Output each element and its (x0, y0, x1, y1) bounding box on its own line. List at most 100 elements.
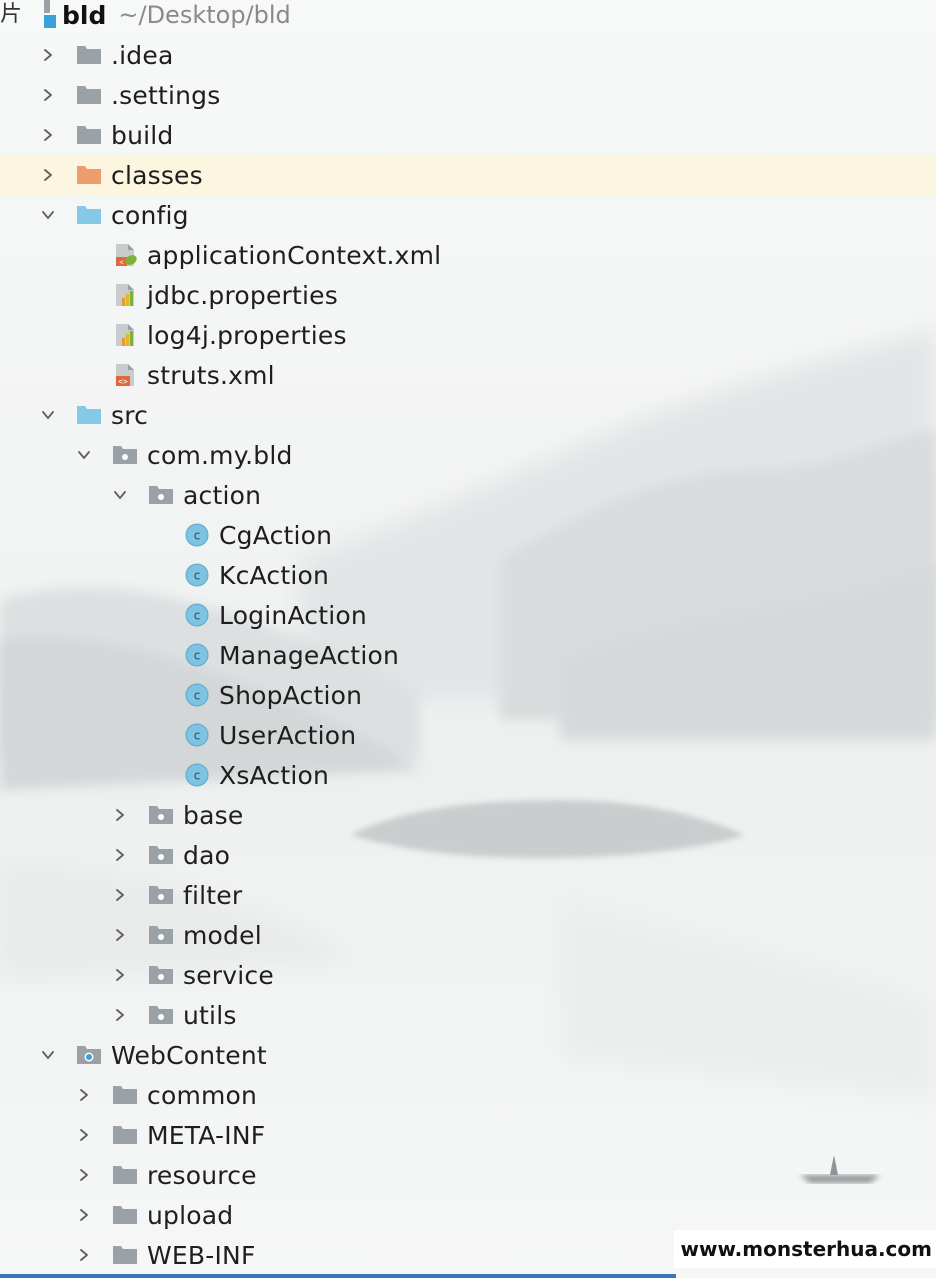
tree-item-label: .settings (111, 80, 221, 110)
tree-item-label: applicationContext.xml (147, 240, 442, 270)
chevron-down-icon[interactable] (110, 485, 130, 505)
chevron-right-icon[interactable] (74, 1165, 94, 1185)
tree-item-idea[interactable]: .idea (0, 35, 936, 75)
tree-item-label: base (183, 800, 244, 830)
properties-file-icon (110, 282, 140, 308)
chevron-right-icon[interactable] (74, 1085, 94, 1105)
tree-item-meta-inf[interactable]: META-INF (0, 1115, 936, 1155)
chevron-right-icon[interactable] (110, 925, 130, 945)
chevron-down-icon[interactable] (38, 405, 58, 425)
tree-item-label: ManageAction (219, 640, 400, 670)
chevron-right-icon[interactable] (38, 85, 58, 105)
tree-item-webcontent[interactable]: WebContent (0, 1035, 936, 1075)
chevron-down-icon[interactable] (38, 1045, 58, 1065)
tree-item-config[interactable]: config (0, 195, 936, 235)
tree-item-base[interactable]: base (0, 795, 936, 835)
package-icon (146, 802, 176, 828)
tree-item-utils[interactable]: utils (0, 995, 936, 1035)
tree-item-label: struts.xml (147, 360, 275, 390)
folder-gray-icon (74, 82, 104, 108)
folder-orange-icon (74, 162, 104, 188)
tree-item-jdbc-properties[interactable]: jdbc.properties (0, 275, 936, 315)
chevron-right-icon[interactable] (110, 885, 130, 905)
tree-item-com-my-bld[interactable]: com.my.bld (0, 435, 936, 475)
java-class-icon: c (182, 562, 212, 588)
tree-item-log4j-properties[interactable]: log4j.properties (0, 315, 936, 355)
tree-item-label: action (183, 480, 262, 510)
chevron-right-icon[interactable] (74, 1245, 94, 1265)
tree-item-label: resource (147, 1160, 257, 1190)
tree-item-label: LoginAction (219, 600, 367, 630)
tree-item-label: XsAction (219, 760, 330, 790)
tree-item-label: classes (111, 160, 203, 190)
partial-window-text: 片 (0, 2, 23, 27)
tree-item-manageaction[interactable]: c ManageAction (0, 635, 936, 675)
tree-item-struts-xml[interactable]: <> struts.xml (0, 355, 936, 395)
tree-item-label: model (183, 920, 262, 950)
project-root-row[interactable]: bld ~/Desktop/bld (0, 0, 936, 35)
chevron-right-icon[interactable] (110, 845, 130, 865)
tree-item-label: UserAction (219, 720, 357, 750)
chevron-right-icon[interactable] (110, 1005, 130, 1025)
svg-text:c: c (194, 569, 201, 583)
tree-item-applicationcontext-xml[interactable]: < applicationContext.xml (0, 235, 936, 275)
tree-item-label: WebContent (111, 1040, 267, 1070)
java-class-icon: c (182, 762, 212, 788)
tree-item-classes[interactable]: classes (0, 155, 936, 195)
folder-gray-icon (74, 122, 104, 148)
chevron-right-icon[interactable] (38, 125, 58, 145)
tree-item-resource[interactable]: resource (0, 1155, 936, 1195)
folder-gray-icon (74, 42, 104, 68)
tree-item-label: src (111, 400, 149, 430)
properties-file-icon (110, 322, 140, 348)
chevron-down-icon[interactable] (74, 445, 94, 465)
tree-item-label: CgAction (219, 520, 333, 550)
tree-item-label: filter (183, 880, 243, 910)
tree-item-label: utils (183, 1000, 237, 1030)
tree-item-filter[interactable]: filter (0, 875, 936, 915)
tree-item-useraction[interactable]: c UserAction (0, 715, 936, 755)
tree-item-action[interactable]: action (0, 475, 936, 515)
tree-item-label: service (183, 960, 274, 990)
tree-item-web-inf[interactable]: WEB-INF (0, 1235, 936, 1275)
web-folder-icon (74, 1042, 104, 1068)
chevron-right-icon[interactable] (38, 45, 58, 65)
java-class-icon: c (182, 682, 212, 708)
svg-text:<: < (119, 259, 123, 267)
folder-gray-icon (110, 1162, 140, 1188)
tree-item-build[interactable]: build (0, 115, 936, 155)
folder-gray-icon (110, 1082, 140, 1108)
chevron-right-icon[interactable] (74, 1205, 94, 1225)
chevron-right-icon[interactable] (38, 165, 58, 185)
tree-item-src[interactable]: src (0, 395, 936, 435)
chevron-right-icon[interactable] (74, 1125, 94, 1145)
chevron-right-icon[interactable] (110, 805, 130, 825)
watermark: www.monsterhua.com (674, 1230, 936, 1268)
svg-text:<>: <> (118, 377, 128, 386)
tree-item-service[interactable]: service (0, 955, 936, 995)
package-icon (146, 842, 176, 868)
tree-item-common[interactable]: common (0, 1075, 936, 1115)
bottom-status-bar (0, 1274, 676, 1278)
chevron-right-icon[interactable] (110, 965, 130, 985)
project-root-icon (0, 0, 58, 30)
svg-text:c: c (194, 729, 201, 743)
tree-item-settings[interactable]: .settings (0, 75, 936, 115)
tree-item-label: build (111, 120, 174, 150)
tree-item-label: WEB-INF (147, 1240, 256, 1270)
svg-text:c: c (194, 649, 201, 663)
java-class-icon: c (182, 722, 212, 748)
tree-item-model[interactable]: model (0, 915, 936, 955)
package-icon (146, 482, 176, 508)
tree-item-xsaction[interactable]: c XsAction (0, 755, 936, 795)
tree-item-label: upload (147, 1200, 234, 1230)
svg-text:c: c (194, 689, 201, 703)
chevron-down-icon[interactable] (38, 205, 58, 225)
tree-item-label: log4j.properties (147, 320, 347, 350)
tree-item-dao[interactable]: dao (0, 835, 936, 875)
tree-item-upload[interactable]: upload (0, 1195, 936, 1235)
